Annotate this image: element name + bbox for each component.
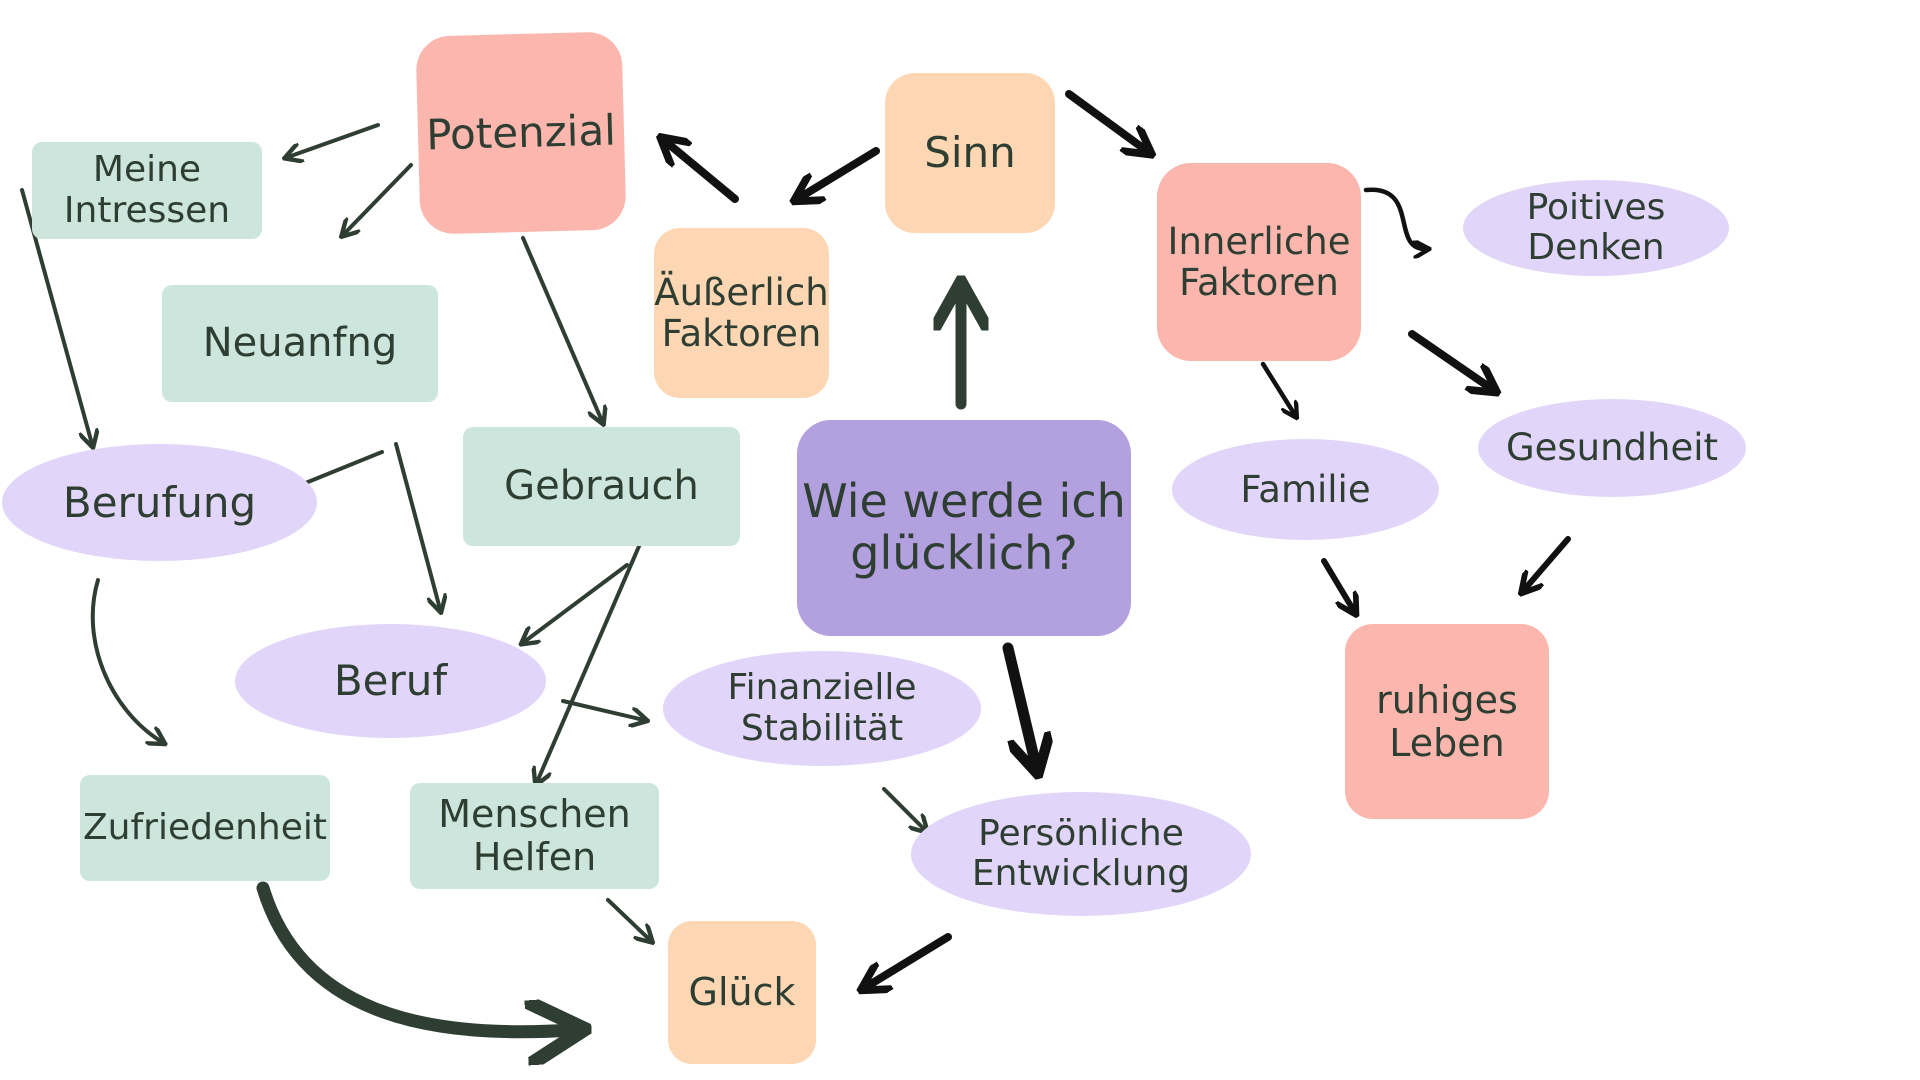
arrow-innerliche-to-familie <box>1260 361 1295 415</box>
node-gesundheit: Gesundheit <box>1478 399 1746 497</box>
node-gesundheit-label: Gesundheit <box>1505 426 1719 470</box>
arrow-finanzielle-to-personliche <box>882 787 925 830</box>
node-neuanfng: Neuanfng <box>162 285 438 402</box>
node-potenzial: Potenzial <box>415 31 627 235</box>
arrow-beruf-to-finanzielle-stabilitat <box>561 699 644 720</box>
arrow-gebrauch-to-menschen-helfen <box>537 535 645 782</box>
arrow-menschen-helfen-to-gluck <box>606 898 650 940</box>
node-ausserlich-faktoren: Äußerlich Faktoren <box>654 228 829 398</box>
node-beruf: Beruf <box>235 624 546 738</box>
arrow-innerliche-to-gesundheit <box>1408 330 1492 389</box>
arrow-potenzial-to-meine-intressen <box>288 123 380 157</box>
arrow-potenzial-to-gebrauch <box>521 236 602 421</box>
node-gebrauch: Gebrauch <box>463 427 740 546</box>
node-menschen-helfen: Menschen Helfen <box>410 783 659 889</box>
arrow-gesundheit-to-ruhiges-leben <box>1524 536 1571 590</box>
node-finanzielle-stabilitat-label: Finanzielle Stabilität <box>727 667 917 749</box>
node-ausserlich-faktoren-label: Äußerlich Faktoren <box>654 270 829 355</box>
node-ruhiges-leben-label: ruhiges Leben <box>1376 677 1518 765</box>
arrow-zufriedenheit-to-gluck <box>256 881 572 1032</box>
arrow-berufung-to-zufriedenheit <box>90 578 162 742</box>
node-finanzielle-stabilitat: Finanzielle Stabilität <box>663 651 981 766</box>
node-gluck: Glück <box>668 921 816 1064</box>
node-innerliche-faktoren: Innerliche Faktoren <box>1157 163 1361 361</box>
node-sinn-label: Sinn <box>924 128 1016 178</box>
node-potenzial-label: Potenzial <box>425 106 617 160</box>
node-sinn: Sinn <box>885 73 1055 233</box>
node-neuanfng-label: Neuanfng <box>202 320 398 367</box>
node-ruhiges-leben: ruhiges Leben <box>1345 624 1549 819</box>
node-meine-intressen-label: Meine Intressen <box>63 149 231 231</box>
node-personliche-entwicklung-label: Persönliche Entwicklung <box>971 812 1191 894</box>
node-center-question: Wie werde ich glücklich? <box>797 420 1131 636</box>
node-poitives-denken-label: Poitives Denken <box>1526 186 1666 268</box>
node-zufriedenheit: Zufriedenheit <box>80 775 330 881</box>
node-poitives-denken: Poitives Denken <box>1463 180 1729 276</box>
node-beruf-label: Beruf <box>333 656 448 706</box>
arrow-center-to-personliche <box>1002 642 1036 766</box>
arrow-neuanfng-to-beruf <box>394 442 440 609</box>
node-berufung-label: Berufung <box>62 477 257 527</box>
arrow-potenzial-to-neuanfng <box>344 163 413 234</box>
node-berufung: Berufung <box>2 444 317 561</box>
arrow-personliche-to-gluck <box>866 933 952 987</box>
node-gebrauch-label: Gebrauch <box>504 463 699 510</box>
node-personliche-entwicklung: Persönliche Entwicklung <box>911 792 1251 916</box>
arrow-sinn-to-innerliche <box>1065 90 1147 151</box>
arrow-gebrauch-to-beruf <box>524 563 629 642</box>
node-innerliche-faktoren-label: Innerliche Faktoren <box>1167 219 1351 304</box>
node-menschen-helfen-label: Menschen Helfen <box>438 792 631 879</box>
arrow-innerliche-to-poitives-denken <box>1363 187 1426 249</box>
node-familie: Familie <box>1172 439 1439 540</box>
arrow-familie-to-ruhiges-leben <box>1321 558 1354 611</box>
arrow-sinn-to-ausserlich <box>799 147 880 198</box>
node-gluck-label: Glück <box>688 970 796 1015</box>
arrow-ausserlich-to-potenzial <box>665 141 739 203</box>
node-familie-label: Familie <box>1240 467 1371 511</box>
node-zufriedenheit-label: Zufriedenheit <box>82 806 327 848</box>
node-meine-intressen: Meine Intressen <box>32 142 262 239</box>
node-center-question-label: Wie werde ich glücklich? <box>802 474 1126 580</box>
